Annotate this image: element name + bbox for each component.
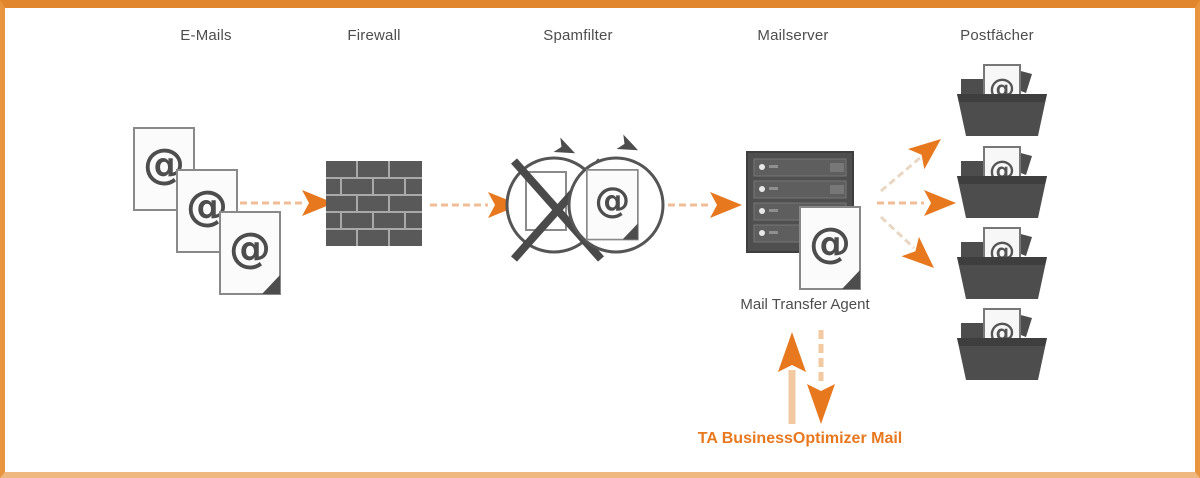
stage-label-firewall: Firewall	[347, 27, 401, 44]
arrow-head	[710, 192, 742, 218]
mailbox-folder-icon	[956, 227, 1048, 300]
arrow-product-to-mta-up	[778, 332, 806, 424]
arrow-stem	[879, 215, 916, 250]
arrow-head	[901, 236, 934, 268]
mailboxes-icon-group	[956, 64, 1048, 381]
arrow-head	[488, 192, 520, 218]
stage-label-mailserver: Mailserver	[757, 27, 829, 44]
mailbox-folder-icon	[956, 308, 1048, 381]
email-document-icon	[219, 211, 281, 295]
stage-label-spamfilter: Spamfilter	[543, 27, 613, 44]
arrow-emails-to-firewall	[240, 190, 334, 216]
arrow-mta-to-product-down	[807, 330, 835, 424]
server-slot	[753, 180, 847, 199]
passed-email-document-icon	[585, 169, 639, 241]
arrow-head	[907, 139, 941, 170]
stage-label-mailboxes: Postfächer	[960, 27, 1034, 44]
arrow-firewall-to-spamfilter	[430, 192, 520, 218]
firewall-icon	[326, 161, 422, 246]
firewall-mortar-lines	[326, 161, 422, 246]
mailserver-icon	[746, 151, 861, 290]
arrow-mailserver-to-mailbox-down	[879, 215, 934, 268]
firewall-wall	[326, 161, 422, 246]
mailbox-folder-icon	[956, 146, 1048, 219]
cycle-arrow-icon	[553, 137, 576, 154]
server-slot	[753, 158, 847, 177]
arrow-head	[302, 190, 334, 216]
arrow-head	[807, 384, 835, 424]
cycle-arrow-icon	[616, 134, 639, 151]
arrow-stem	[880, 155, 922, 193]
mail-transfer-agent-label: Mail Transfer Agent	[740, 296, 870, 313]
arrow-head	[778, 332, 806, 372]
arrow-mailserver-to-mailbox-middle	[877, 190, 956, 216]
spamfilter-icon	[505, 134, 665, 262]
arrow-spamfilter-to-mailserver	[668, 192, 742, 218]
mail-transfer-agent-document-icon	[799, 206, 861, 290]
emails-icon-group	[133, 127, 281, 295]
arrow-head	[924, 190, 956, 216]
product-name-label: TA BusinessOptimizer Mail	[697, 430, 903, 447]
arrow-mailserver-to-mailbox-up	[880, 139, 941, 193]
stage-label-emails: E-Mails	[180, 27, 232, 44]
mailbox-folder-icon	[956, 64, 1048, 137]
